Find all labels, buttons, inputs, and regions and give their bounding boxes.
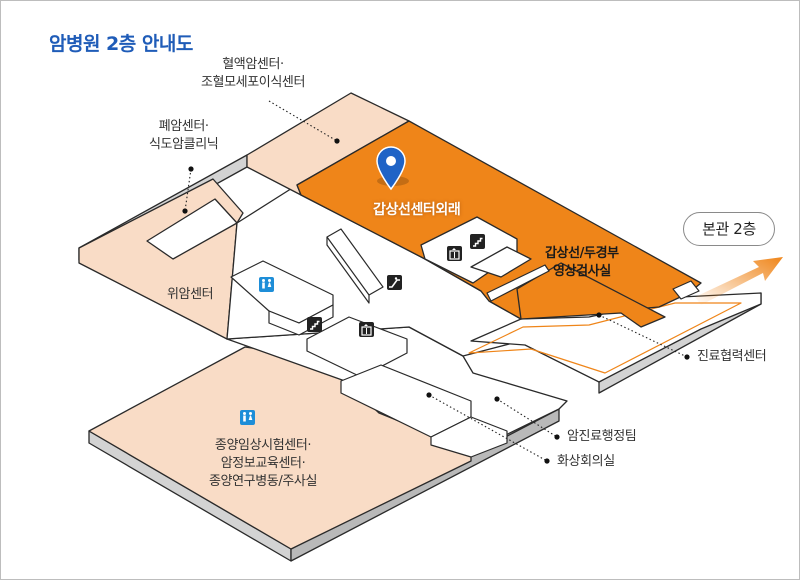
thyroid-clinic-label: 갑상선센터외래 [373, 202, 461, 218]
hematologic-center-label: 혈액암센터· 조혈모세포이식센터 [201, 57, 306, 90]
cancer-admin-team-label: 암진료행정팀 [567, 429, 637, 444]
restroom-icon [240, 410, 255, 425]
direction-arrow [695, 257, 783, 305]
thyroid-imaging-label: 갑상선/두경부 영상검사실 [545, 246, 619, 279]
stairs-icon [470, 234, 485, 249]
stairs-icon [307, 317, 322, 332]
main-building-2f-button[interactable]: 본관 2층 [683, 212, 775, 246]
clinical-trial-center-label: 종양임상시험센터· 암정보교육센터· 종양연구병동/주사실 [209, 438, 318, 489]
cooperation-center-label: 진료협력센터 [697, 349, 767, 364]
leader-dots [182, 138, 690, 464]
interior-walls [230, 228, 700, 458]
lung-cancer-center-label: 폐암센터· 식도암클리닉 [149, 119, 219, 152]
page-title: 암병원 2층 안내도 [49, 33, 193, 55]
restroom-icon [259, 277, 274, 292]
elevator-icon [447, 246, 462, 261]
location-pin-icon [376, 146, 409, 191]
video-conference-room-label: 화상회의실 [557, 454, 615, 469]
escalator-icon [387, 275, 402, 290]
stomach-cancer-center-label: 위암센터 [167, 287, 214, 302]
leader-lines [184, 100, 688, 462]
elevator-icon [359, 322, 374, 337]
